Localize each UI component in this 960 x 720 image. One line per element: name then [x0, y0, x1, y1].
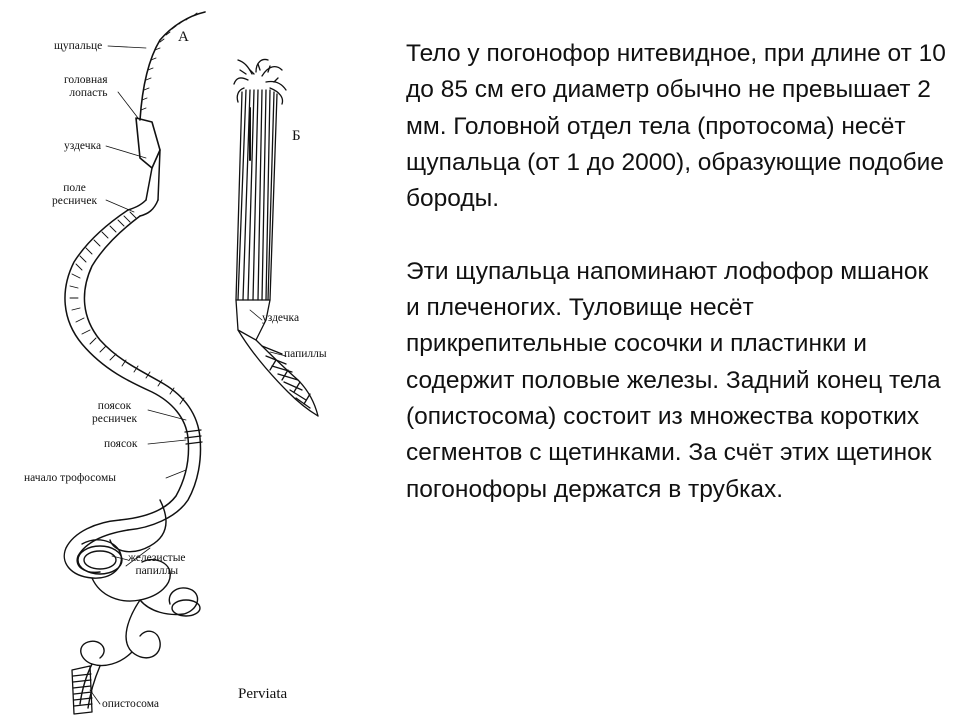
text-block: Тело у погонофор нитевидное, при длине о…: [406, 36, 946, 508]
label-head-lobe: головная лопасть: [64, 74, 108, 99]
pogonophora-figure: А Б щупальце головная лопасть уздечка по…: [0, 0, 400, 720]
label-trophosome-start: начало трофосомы: [24, 472, 116, 484]
panel-label-b: Б: [292, 128, 301, 144]
trunk-drawing: [64, 209, 203, 531]
tentacle-drawing: [139, 11, 206, 121]
label-belt: поясок: [104, 438, 138, 450]
label-cilia-belt: поясок ресничек: [92, 400, 138, 425]
label-opisthosoma: опистосома: [102, 698, 160, 710]
trophosome-coils-drawing: [63, 499, 201, 709]
label-cilia-field: поле ресничек: [52, 182, 98, 207]
paragraph-1: Тело у погонофор нитевидное, при длине о…: [406, 40, 946, 213]
leader-lines-b: [249, 309, 287, 357]
leader-lines-a: [89, 45, 187, 705]
opisthosoma-drawing: [71, 665, 93, 715]
label-glandular-papillae: железистые папиллы: [128, 552, 186, 577]
specimen-b-drawing: [233, 58, 319, 417]
head-lobe-drawing: [127, 117, 161, 217]
paragraph-2: Эти щупальца напоминают лофофор мшанок и…: [406, 257, 941, 503]
pogonophora-illustration: [63, 11, 319, 715]
panel-label-a: А: [178, 29, 189, 45]
label-bridle-a: уздечка: [64, 140, 102, 152]
label-papillae: папиллы: [284, 348, 327, 360]
label-bridle-b: уздечка: [262, 312, 300, 324]
figure-caption: Perviata: [238, 686, 288, 702]
label-tentacle: щупальце: [54, 40, 103, 52]
